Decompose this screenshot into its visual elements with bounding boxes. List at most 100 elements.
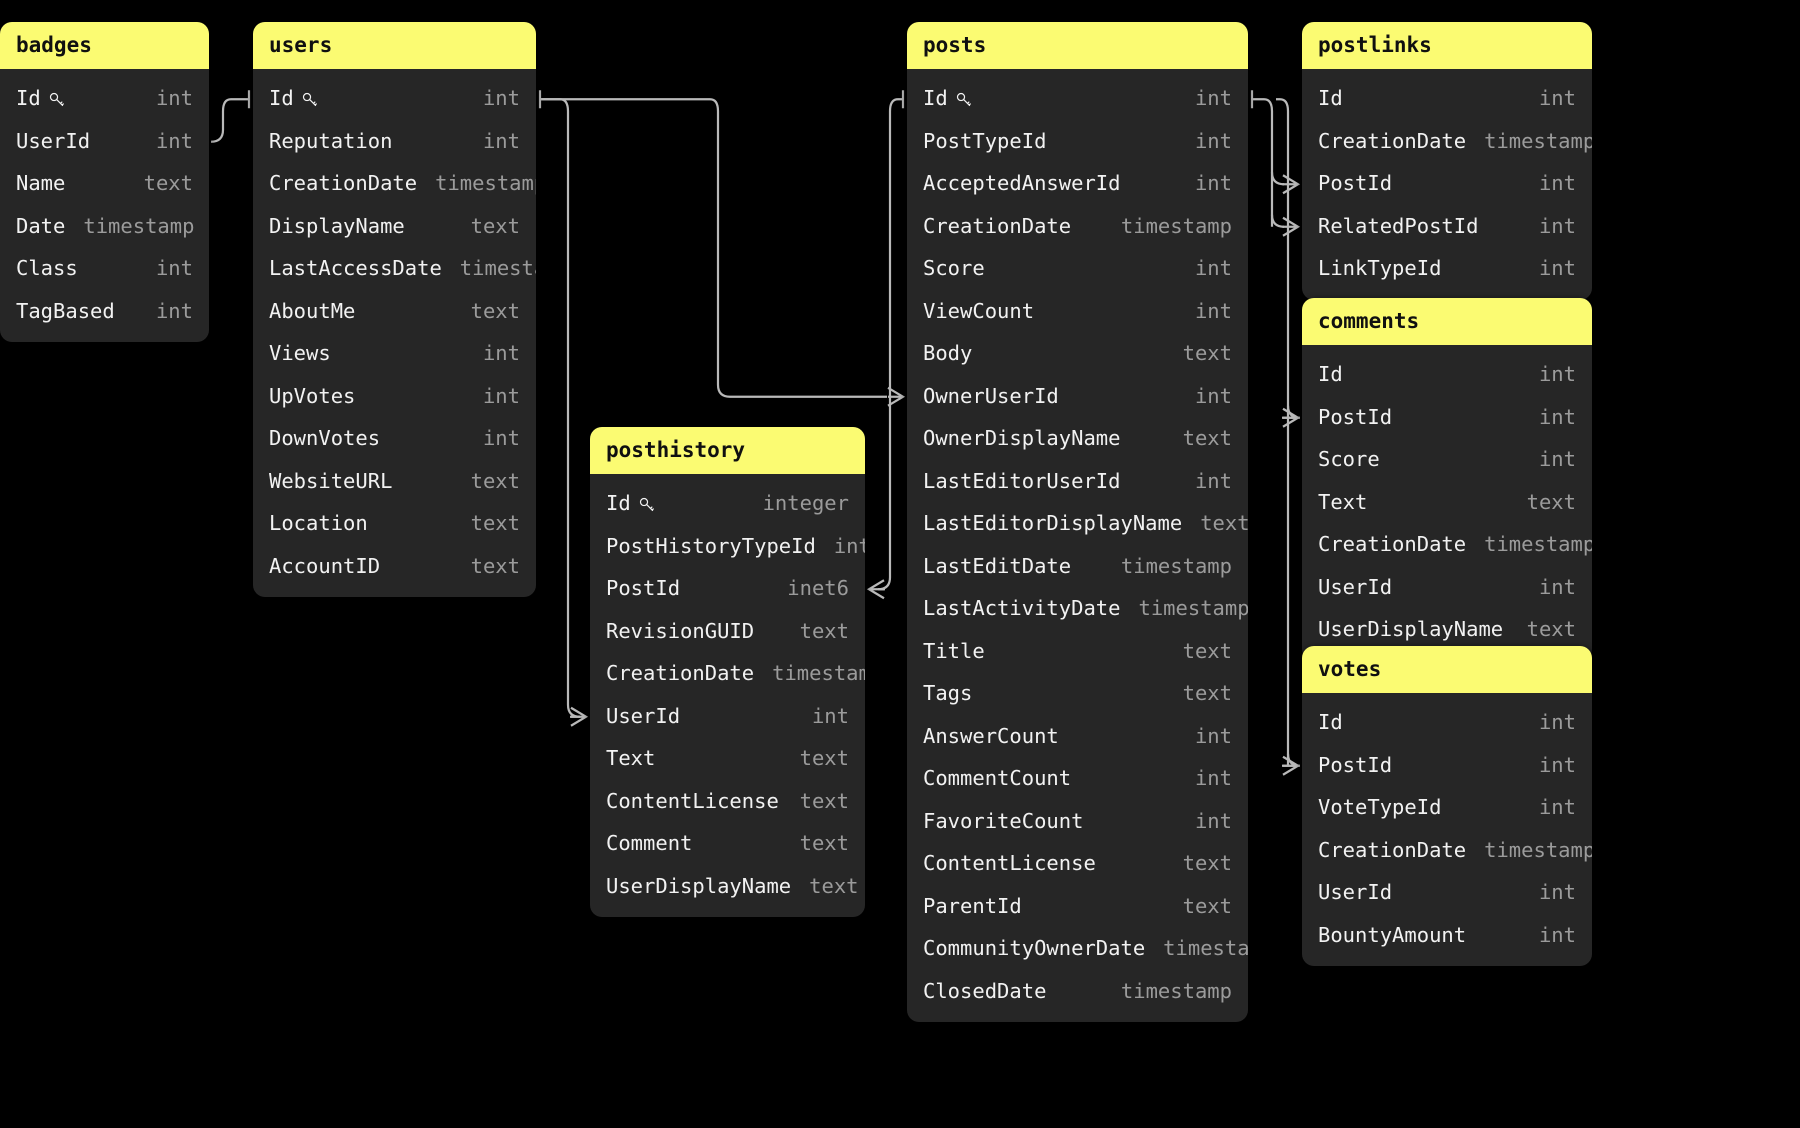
field-name-label: Id xyxy=(606,491,631,516)
field-type-label: text xyxy=(470,298,520,323)
field-type-label: int xyxy=(155,128,193,153)
field-name: Reputation xyxy=(269,129,392,153)
field-row[interactable]: CommunityOwnerDatetimestamp xyxy=(907,927,1248,970)
field-name: Id xyxy=(923,86,972,110)
field-name: CommentCount xyxy=(923,766,1071,790)
field-row[interactable]: LastAccessDatetimestamp xyxy=(253,247,536,290)
table-title-comments: comments xyxy=(1302,298,1592,345)
field-name-label: Id xyxy=(923,86,948,111)
field-name-label: LastActivityDate xyxy=(923,596,1121,621)
field-type-label: text xyxy=(1182,426,1232,451)
field-name-label: UserId xyxy=(606,703,681,728)
relationship-link xyxy=(540,98,581,718)
field-type-label: int xyxy=(1538,86,1576,111)
field-type-label: int xyxy=(1538,795,1576,820)
field-name-label: RelatedPostId xyxy=(1318,213,1479,238)
field-name: UserId xyxy=(606,704,680,728)
field-name: ParentId xyxy=(923,894,1022,918)
field-name-label: ContentLicense xyxy=(923,851,1096,876)
field-name: Tags xyxy=(923,681,972,705)
field-name: CommunityOwnerDate xyxy=(923,936,1145,960)
field-row[interactable]: Id integer xyxy=(590,482,865,525)
field-name-label: ParentId xyxy=(923,893,1022,918)
field-type-label: int xyxy=(1194,808,1232,833)
field-name: CreationDate xyxy=(923,214,1071,238)
field-type-label: integer xyxy=(762,491,849,516)
